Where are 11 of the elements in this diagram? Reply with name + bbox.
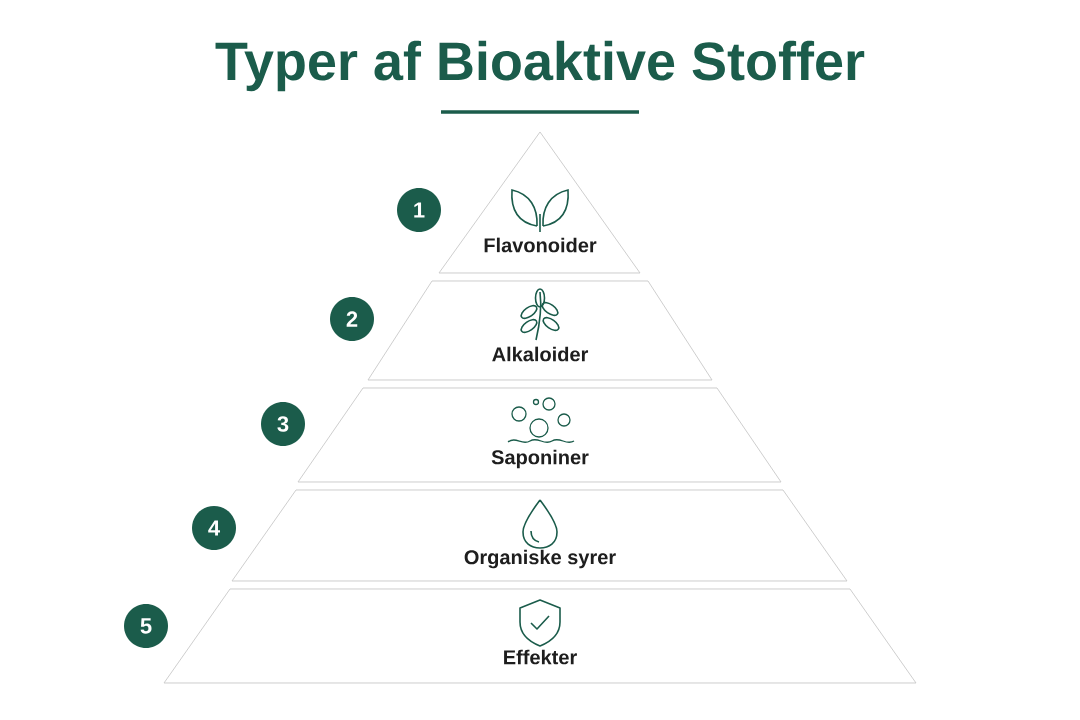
pyramid-tier: Saponiner	[297, 387, 782, 483]
number-badge: 5	[124, 604, 168, 648]
pyramid-tier: Effekter	[163, 588, 917, 684]
pyramid-tier: Alkaloider	[367, 280, 713, 381]
title: Typer af Bioaktive Stoffer	[215, 40, 865, 92]
number-badge: 4	[192, 506, 236, 550]
number-badge: 3	[261, 402, 305, 446]
pyramid-tier: Flavonoider	[438, 131, 641, 274]
number-badge: 2	[330, 297, 374, 341]
pyramid-tier: Organiske syrer	[231, 489, 848, 582]
number-badge: 1	[397, 188, 441, 232]
